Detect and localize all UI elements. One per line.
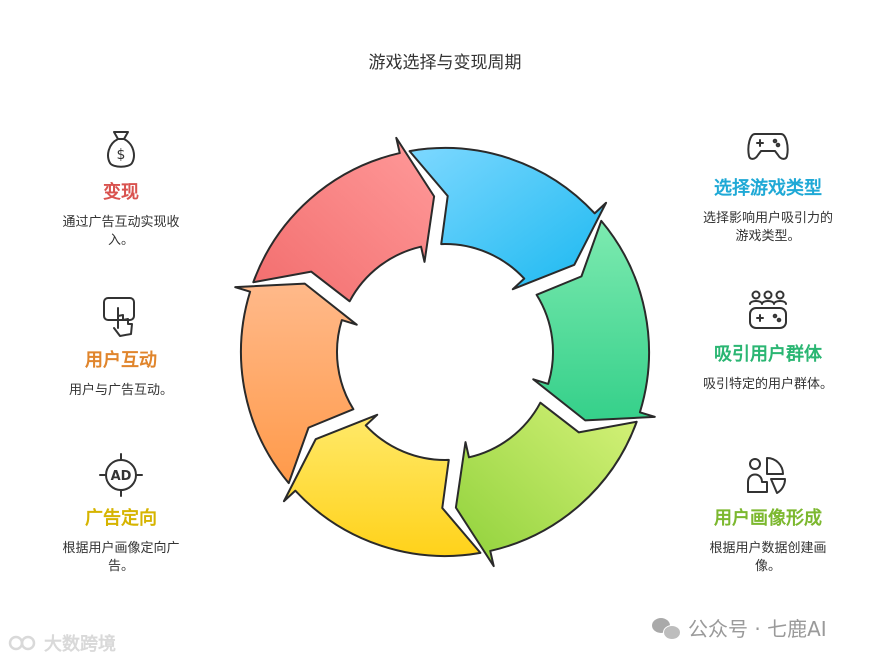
step-select: 选择游戏类型 选择影响用户吸引力的游戏类型。 [683,122,853,246]
gamepad-icon [747,133,789,160]
arrow-interact [234,282,358,485]
step-attract: 吸引用户群体 吸引特定的用户群体。 [683,288,853,394]
step-profile: 用户画像形成 根据用户数据创建画像。 [683,452,853,576]
step-description: 选择影响用户吸引力的游戏类型。 [702,211,833,244]
watermark-right-text: 公众号 · 七鹿AI [688,617,827,641]
step-heading: 用户互动 [85,350,157,371]
step-monetize: $ 变现 通过广告互动实现收入。 [36,126,206,250]
arrow-attract [532,219,656,422]
pie-user-icon [747,457,787,494]
step-description: 根据用户数据创建画像。 [709,541,827,574]
watermark-right: 公众号 · 七鹿AI [652,613,827,642]
diagram-title: 游戏选择与变现周期 [368,53,522,73]
step-description: 根据用户画像定向广告。 [62,541,180,574]
arrow-select [408,147,608,291]
arrow-profile [454,401,638,568]
money-bag-icon: $ [107,131,135,168]
watermark-left: 大数跨境 [8,630,116,656]
touch-hand-icon [103,297,135,337]
step-heading: 吸引用户群体 [714,344,822,365]
ad-target-icon: AD [99,453,143,497]
step-interact: 用户互动 用户与广告互动。 [36,294,206,400]
arrow-target [282,413,482,557]
brand-logo-icon [8,635,36,651]
svg-text:AD: AD [111,469,132,484]
wechat-icon [652,616,681,640]
gamer-group-icon [749,290,787,329]
step-description: 吸引特定的用户群体。 [703,377,834,392]
svg-text:$: $ [117,147,126,163]
step-heading: 选择游戏类型 [714,178,822,199]
step-description: 通过广告互动实现收入。 [62,215,180,248]
step-heading: 广告定向 [85,508,157,529]
step-target: AD 广告定向 根据用户画像定向广告。 [36,452,206,576]
step-heading: 用户画像形成 [714,508,822,529]
step-description: 用户与广告互动。 [68,383,173,398]
arrow-monetize [252,136,436,303]
step-heading: 变现 [103,182,139,203]
watermark-left-text: 大数跨境 [44,634,116,655]
